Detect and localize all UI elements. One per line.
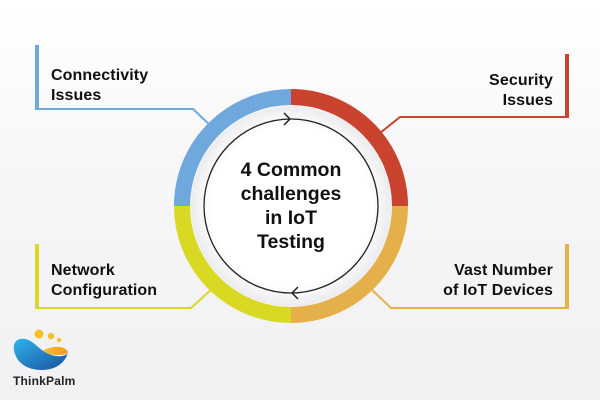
label-line: of IoT Devices	[443, 282, 553, 299]
ring-segment-devices	[290, 205, 408, 323]
title-line: in IoT	[265, 207, 317, 229]
thinkpalm-logo-icon	[13, 329, 68, 370]
label-line: Connectivity	[51, 67, 149, 84]
ring-segment-connectivity	[174, 89, 292, 207]
label-line: Network	[51, 262, 115, 279]
label-connectivity-issues: Connectivity Issues	[51, 66, 148, 106]
label-line: Security	[489, 72, 553, 89]
title-line: Testing	[257, 231, 325, 253]
center-disc	[191, 106, 391, 306]
label-line: Issues	[51, 87, 102, 104]
brand-name: ThinkPalm	[13, 374, 76, 388]
ring	[174, 89, 408, 323]
arrow-right-icon	[283, 112, 292, 126]
ring-segment-security	[290, 89, 408, 207]
arrow-left-icon	[290, 286, 299, 300]
label-network-configuration: Network Configuration	[51, 261, 157, 301]
connector-network	[35, 244, 214, 309]
label-line: Configuration	[51, 282, 158, 299]
label-line: Issues	[502, 92, 553, 109]
connector-connectivity	[35, 45, 214, 129]
center-title: 4 Common challenges in IoT Testing	[221, 158, 361, 254]
title-line: challenges	[240, 183, 342, 205]
connector-security	[374, 54, 569, 138]
label-line: Vast Number	[454, 262, 553, 279]
ring-segment-network	[174, 205, 292, 323]
label-security-issues: Security Issues	[489, 71, 553, 111]
label-vast-number-devices: Vast Number of IoT Devices	[443, 261, 553, 301]
title-line: 4 Common	[240, 159, 342, 181]
connector-devices	[369, 244, 569, 309]
